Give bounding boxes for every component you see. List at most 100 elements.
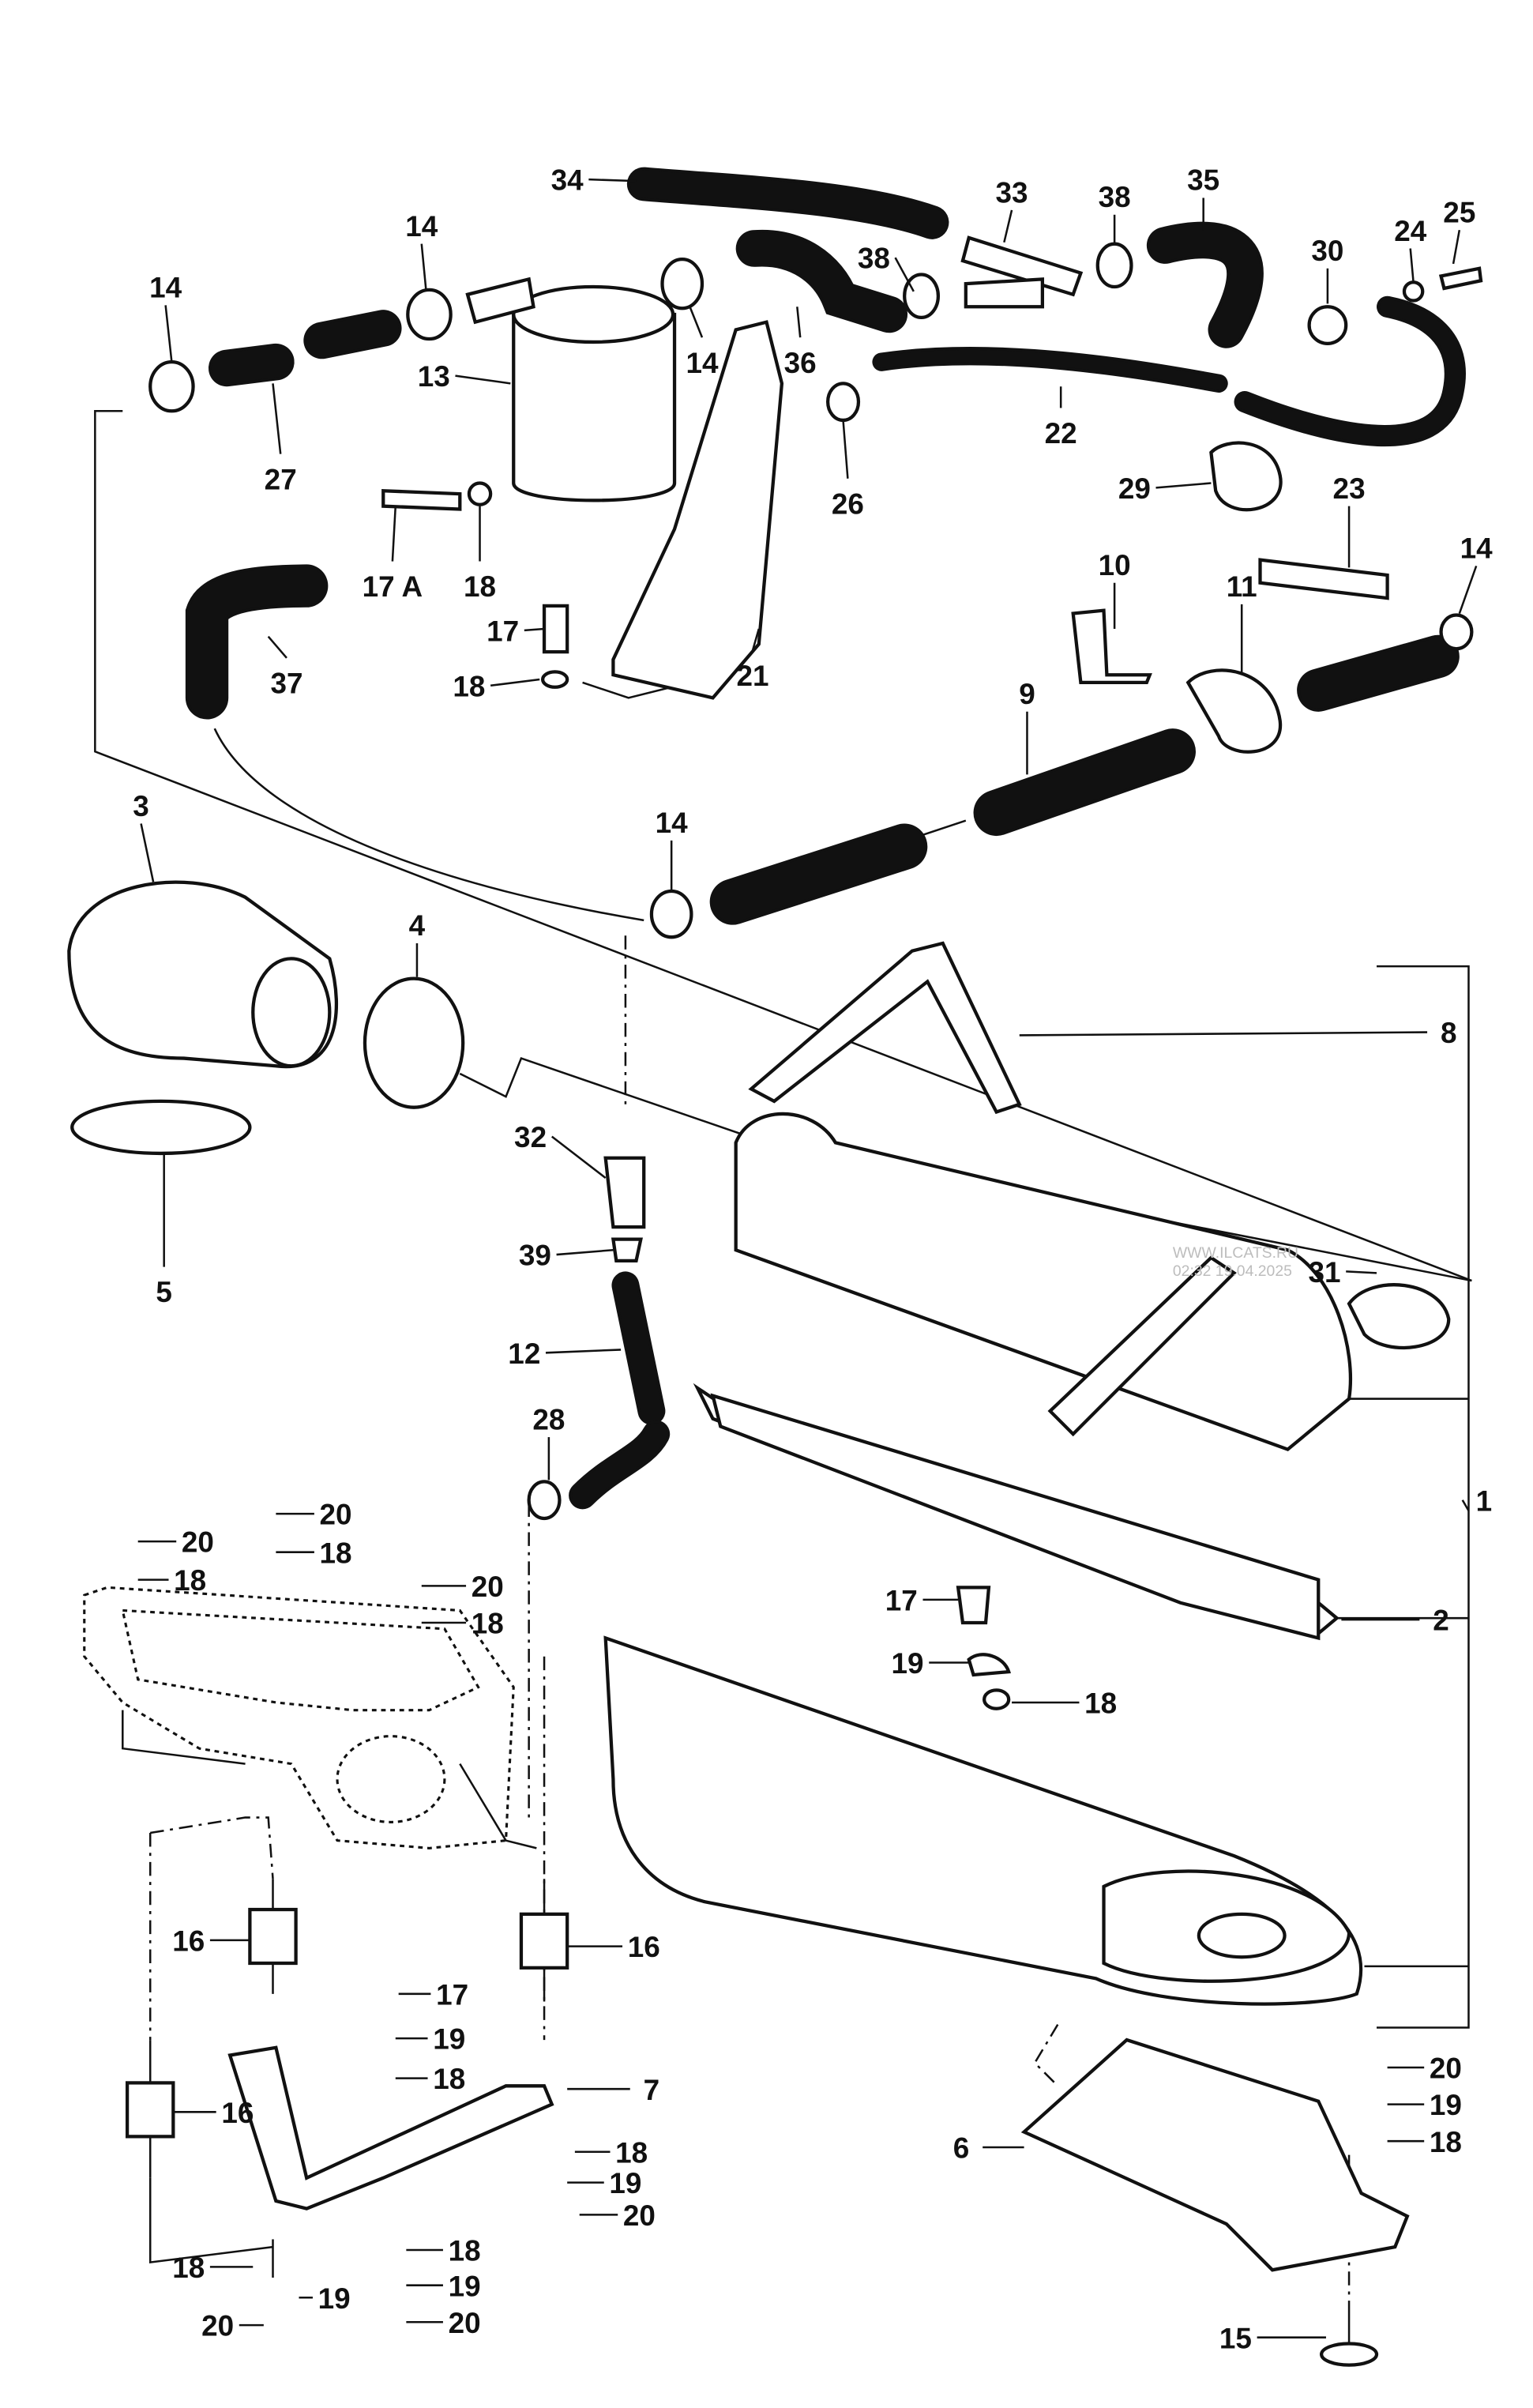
bracket-21 xyxy=(611,320,784,700)
bracket-6 xyxy=(1020,2037,1410,2272)
callout-18: 18 xyxy=(433,2063,465,2095)
callout-19: 19 xyxy=(318,2282,351,2315)
bracket-7 xyxy=(227,2045,554,2210)
callout-25: 25 xyxy=(1443,196,1475,228)
leader-line xyxy=(1003,209,1013,243)
callout-5: 5 xyxy=(156,1276,172,1308)
callout-28: 28 xyxy=(532,1403,565,1435)
watermark-site: WWW.ILCATS.RU xyxy=(1173,1244,1298,1262)
leader-line xyxy=(796,307,802,338)
callout-18: 18 xyxy=(1084,1687,1117,1720)
callout-14: 14 xyxy=(1460,532,1494,565)
callout-19: 19 xyxy=(449,2270,481,2302)
callout-20: 20 xyxy=(320,1499,352,1531)
callout-20: 20 xyxy=(1430,2052,1462,2085)
leader-line xyxy=(391,506,397,562)
callout-17: 17 xyxy=(885,1584,918,1616)
callout-18: 18 xyxy=(449,2235,481,2267)
callout-16: 16 xyxy=(172,1925,205,1957)
oil-tank-13 xyxy=(512,312,677,502)
callout-7: 7 xyxy=(644,2074,660,2106)
callout-8: 8 xyxy=(1441,1017,1457,1049)
callout-23: 23 xyxy=(1333,472,1366,505)
leader-line xyxy=(272,383,282,454)
callout-10: 10 xyxy=(1099,549,1131,581)
callout-18: 18 xyxy=(453,670,485,702)
callout-9: 9 xyxy=(1019,678,1035,710)
leader-line xyxy=(751,628,761,651)
callout-18: 18 xyxy=(174,1564,206,1597)
leader-line xyxy=(1019,1031,1428,1037)
callout-14: 14 xyxy=(405,210,438,243)
strap-8 xyxy=(748,941,1022,1115)
leader-line xyxy=(1458,565,1478,614)
callout-20: 20 xyxy=(182,1526,214,1559)
callout-30: 30 xyxy=(1311,235,1343,267)
callout-21: 21 xyxy=(737,660,769,692)
leader-line xyxy=(1155,482,1212,489)
callout-14: 14 xyxy=(686,347,719,379)
callout-33: 33 xyxy=(996,176,1028,209)
callout-11: 11 xyxy=(1227,570,1257,603)
callout-31: 31 xyxy=(1309,1256,1341,1289)
callout-20: 20 xyxy=(472,1571,504,1603)
callout-37: 37 xyxy=(270,668,302,700)
leader-line xyxy=(842,420,849,479)
leader-line xyxy=(550,1135,607,1179)
leader-line xyxy=(556,1248,614,1256)
leader-line xyxy=(490,678,540,687)
leader-line xyxy=(455,374,511,385)
callout-27: 27 xyxy=(265,463,297,495)
rubber-mounts xyxy=(125,1879,1379,2367)
callout-20: 20 xyxy=(623,2199,656,2232)
callout-19: 19 xyxy=(433,2023,465,2056)
leader-line xyxy=(267,635,287,659)
callout-4: 4 xyxy=(409,909,426,942)
leader-line xyxy=(545,1349,622,1354)
watermark: WWW.ILCATS.RU 02:32 19.04.2025 xyxy=(1173,1244,1298,1280)
callout-35: 35 xyxy=(1187,164,1219,197)
callout-20: 20 xyxy=(201,2310,234,2342)
callout-39: 39 xyxy=(519,1240,551,1272)
callout-19: 19 xyxy=(1430,2089,1462,2121)
callout-6: 6 xyxy=(953,2132,970,2165)
leader-line xyxy=(1452,229,1461,265)
callout-16: 16 xyxy=(628,1931,660,1963)
callout-15: 15 xyxy=(1219,2322,1252,2354)
callout-17a: 17 A xyxy=(363,570,423,603)
clamps-and-fittings xyxy=(70,235,1483,1710)
callout-38: 38 xyxy=(858,243,890,275)
callout-18: 18 xyxy=(1430,2126,1462,2158)
callout-12: 12 xyxy=(508,1338,540,1370)
hoses xyxy=(185,167,1466,1510)
callout-34: 34 xyxy=(551,164,584,197)
callout-22: 22 xyxy=(1045,417,1077,450)
engine-case-outline xyxy=(83,1586,537,1849)
callout-13: 13 xyxy=(418,360,450,393)
reference-lines xyxy=(94,410,1472,2301)
callout-19: 19 xyxy=(609,2167,641,2199)
callout-18: 18 xyxy=(464,570,496,603)
callout-29: 29 xyxy=(1118,472,1151,505)
callout-18: 18 xyxy=(172,2252,205,2284)
callout-18: 18 xyxy=(472,1608,504,1640)
leader-line xyxy=(1346,1270,1377,1274)
callout-17: 17 xyxy=(436,1978,468,2011)
air-cleaner-top xyxy=(734,1112,1353,1452)
callout-20: 20 xyxy=(449,2307,481,2339)
leader-line xyxy=(894,257,915,292)
callout-3: 3 xyxy=(133,790,149,822)
callout-26: 26 xyxy=(832,487,864,520)
leader-line xyxy=(689,306,704,338)
callout-18: 18 xyxy=(320,1537,352,1569)
leader-line xyxy=(1461,1499,1470,1511)
callout-14: 14 xyxy=(149,272,182,304)
watermark-timestamp: 02:32 19.04.2025 xyxy=(1173,1262,1292,1280)
leader-line xyxy=(164,305,173,363)
callout-24: 24 xyxy=(1394,215,1427,247)
callout-38: 38 xyxy=(1099,181,1131,213)
callout-1: 1 xyxy=(1476,1484,1493,1517)
callout-36: 36 xyxy=(784,347,817,379)
large-parts xyxy=(67,277,1410,2272)
